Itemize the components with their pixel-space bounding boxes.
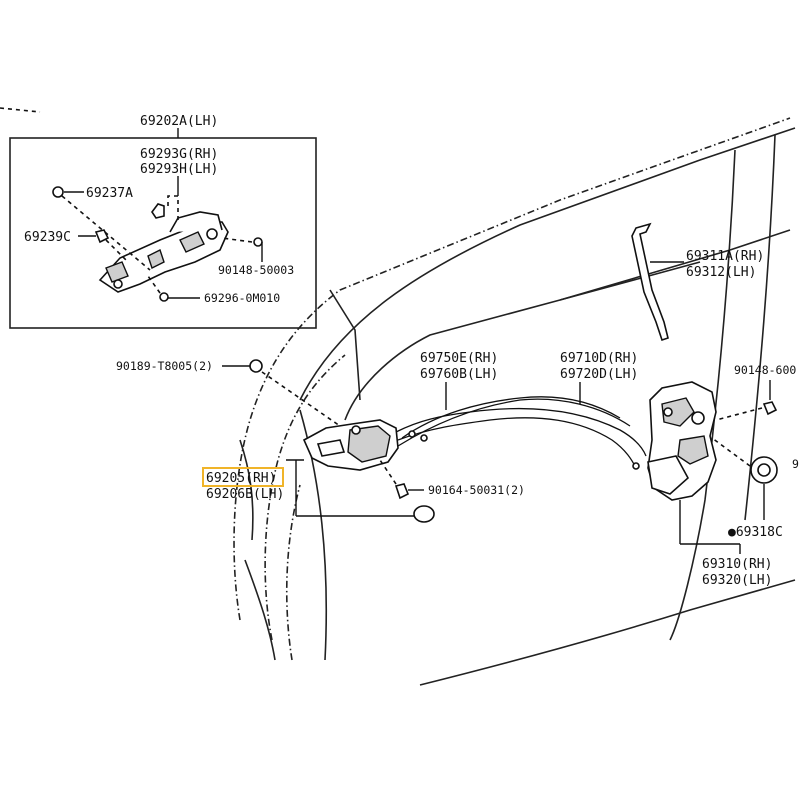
door-lock-assembly xyxy=(647,381,741,554)
inside-handle xyxy=(286,419,420,517)
label-69293H: 69293H(LH) xyxy=(140,162,218,177)
screw-90148 xyxy=(253,237,263,247)
callout-labels: 69202A(LH) 69293G(RH) 69293H(LH) 69237A … xyxy=(24,114,799,588)
label-69202A: 69202A(LH) xyxy=(140,114,218,129)
label-69206B: 69206B(LH) xyxy=(206,487,284,502)
label-69296: 69296-0M010 xyxy=(204,291,280,305)
door-lock-cables xyxy=(395,382,647,470)
clip-90189 xyxy=(249,359,263,373)
label-69720D: 69720D(LH) xyxy=(560,367,638,382)
screw-90148-600 xyxy=(762,401,778,416)
handle-cap xyxy=(413,505,435,523)
handle-pad-part xyxy=(151,203,165,219)
label-69750E: 69750E(RH) xyxy=(420,351,498,366)
dash-90164 xyxy=(379,459,397,485)
label-9-edge: 9 xyxy=(792,457,799,471)
inset-frame xyxy=(9,137,317,329)
screw-69296 xyxy=(159,292,169,302)
screw-90164 xyxy=(394,483,410,500)
label-69760B: 69760B(LH) xyxy=(420,367,498,382)
dash-69237A xyxy=(61,195,151,271)
label-90148-600: 90148-600 xyxy=(734,363,796,377)
label-69318C: ●69318C xyxy=(728,525,783,540)
dash-69239C xyxy=(105,239,129,263)
label-69311A: 69311A(RH) xyxy=(686,249,764,264)
label-69205: 69205(RH) xyxy=(206,471,276,486)
outside-handle-frame xyxy=(98,211,229,293)
ring-69318C xyxy=(711,437,778,520)
label-90148-50003: 90148-50003 xyxy=(218,263,294,277)
dash-90148 xyxy=(221,237,253,243)
dash-69293 xyxy=(167,195,179,222)
highlight-69205 xyxy=(202,467,284,487)
label-90164: 90164-50031(2) xyxy=(428,483,525,497)
inset-outside-handle xyxy=(9,128,317,329)
label-69312: 69312(LH) xyxy=(686,265,756,280)
label-69237A: 69237A xyxy=(86,186,133,201)
label-69239C: 69239C xyxy=(24,230,71,245)
dash-69296 xyxy=(147,275,161,294)
label-69710D: 69710D(RH) xyxy=(560,351,638,366)
bolt-69237A xyxy=(52,186,64,198)
label-69293G: 69293G(RH) xyxy=(140,147,218,162)
label-90189: 90189-T8005(2) xyxy=(116,359,213,373)
label-69310: 69310(RH) xyxy=(702,557,772,572)
lock-link-rod xyxy=(631,222,684,342)
label-69320: 69320(LH) xyxy=(702,573,772,588)
